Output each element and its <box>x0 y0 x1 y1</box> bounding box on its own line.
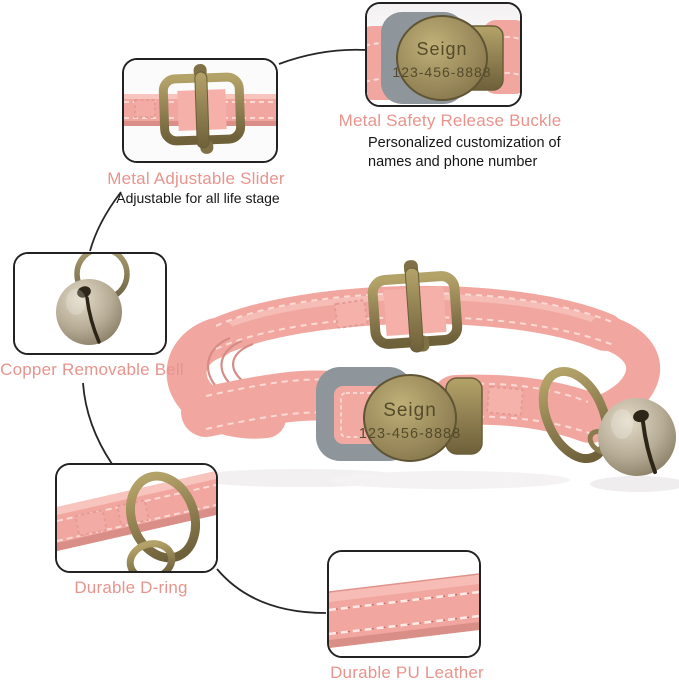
tag-phone-text: 123-456-8888 <box>392 64 491 80</box>
leader-line-bell-to-dring <box>82 382 113 465</box>
bell-slit <box>85 296 101 344</box>
stitching <box>329 614 479 636</box>
slider-label: Metal Adjustable Slider <box>107 169 285 188</box>
slider-description: Adjustable for all life stage <box>116 190 280 206</box>
buckle-description-line2: names and phone number <box>368 154 538 170</box>
stitch-square <box>340 392 382 438</box>
bell-illustration <box>15 254 165 353</box>
stitch-square <box>486 385 524 417</box>
stitch-square <box>333 299 369 329</box>
buckle-description: Personalized customization of names and … <box>368 134 561 172</box>
main-collar-photo: Seign 123-456-8888 <box>166 260 679 492</box>
tag-name-text: Seign <box>416 39 467 59</box>
buckle-description-line1: Personalized customization of <box>368 135 561 151</box>
bell-hole <box>633 409 649 423</box>
callout-leather-photo <box>327 550 481 658</box>
d-ring <box>538 366 612 464</box>
callout-bell-photo <box>13 252 167 355</box>
bell-ring-partial <box>126 540 176 571</box>
stitching <box>455 415 593 435</box>
leader-line-slider-to-buckle <box>278 48 367 65</box>
leader-line-dring-to-leather <box>216 568 327 614</box>
tag-phone-text: 123-456-8888 <box>359 426 461 442</box>
callout-buckle-photo: Seign 123-456-8888 <box>365 2 522 107</box>
shadow <box>330 471 570 489</box>
tag-name-text: Seign <box>383 400 437 421</box>
slider-center-bar <box>194 71 210 149</box>
slider <box>158 64 246 154</box>
dring-illustration <box>57 465 216 571</box>
stitch-square <box>74 509 108 537</box>
engraved-tag-disc <box>396 15 488 101</box>
dring-label: Durable D-ring <box>74 578 188 597</box>
bell-slit <box>641 420 657 474</box>
slider-on-collar <box>367 260 463 353</box>
strap-highlight <box>329 574 479 602</box>
buckle-illustration: Seign 123-456-8888 <box>367 4 520 105</box>
strap-edge <box>329 573 479 593</box>
shadow <box>590 476 679 492</box>
bell-hole <box>77 286 91 298</box>
bell-highlight <box>611 409 633 439</box>
buckle-label: Metal Safety Release Buckle <box>338 111 562 130</box>
stitching <box>215 292 613 327</box>
strap-shadow <box>329 622 479 648</box>
stitching <box>329 590 479 612</box>
engraved-tag-disc <box>363 374 457 462</box>
stitching <box>215 316 617 350</box>
leather-label: Durable PU Leather <box>330 663 484 682</box>
stitch-square <box>134 99 156 118</box>
leather-illustration <box>329 552 479 656</box>
callout-dring-photo <box>55 463 218 573</box>
callout-slider-photo <box>122 58 278 163</box>
slider-illustration <box>124 60 276 161</box>
bell-highlight <box>66 289 86 315</box>
slider-center-bar <box>404 267 424 353</box>
collar-front-strap-left <box>181 370 357 437</box>
bell <box>598 398 676 476</box>
d-ring <box>126 471 200 563</box>
bell-label: Copper Removable Bell <box>0 360 184 379</box>
